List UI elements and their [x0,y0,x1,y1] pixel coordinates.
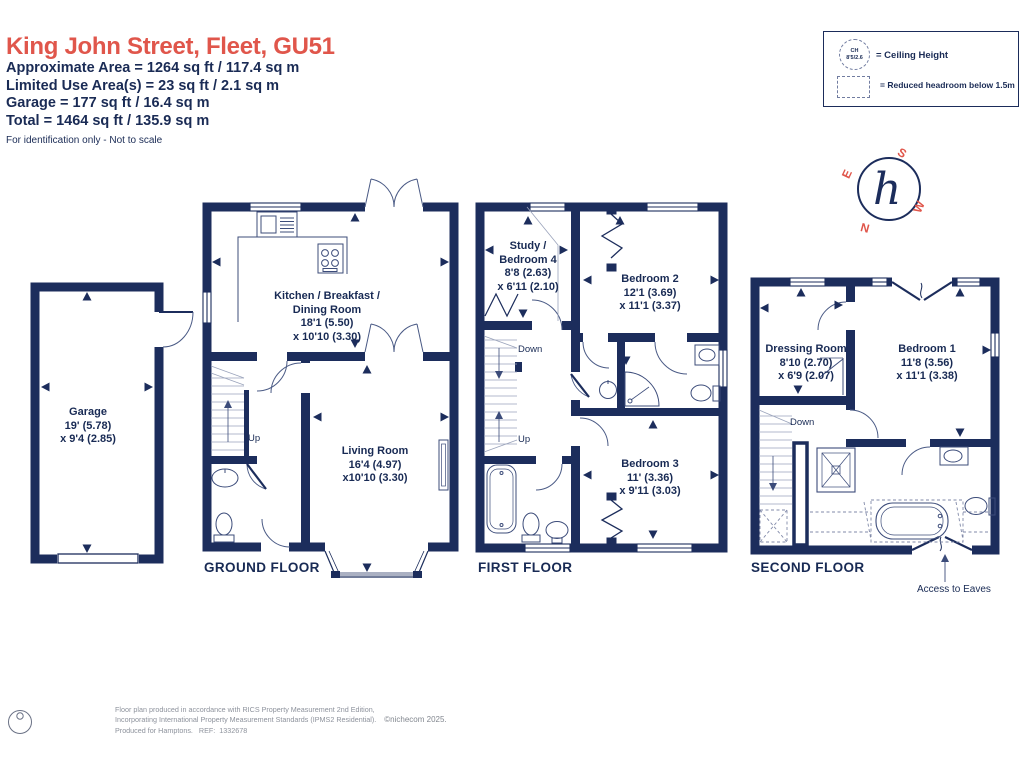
second-floor-title: SECOND FLOOR [751,560,865,575]
reduced-headroom-label: = Reduced headroom below 1.5m [880,80,1015,90]
compass-n: N [859,220,871,236]
garage-room-label: Garage 19' (5.78) x 9'4 (2.85) [60,406,116,447]
study-name-l2: Bedroom 4 [499,253,557,266]
first-showerroom-fixtures [599,344,721,407]
ground-stairs-arrow [224,400,232,408]
living-dim1: 16'4 (4.97) [348,458,402,471]
study-name-l1: Study / [509,240,547,252]
bedroom1-dim1: 11'8 (3.56) [900,356,954,369]
ground-floor-plan [201,178,459,578]
bedroom3-name: Bedroom 3 [621,458,679,470]
second-stairs-down-arrow [769,483,777,491]
footer-line2: Incorporating International Property Mea… [115,715,377,725]
study-room-label: Study / Bedroom 4 8'8 (2.63) x 6'11 (2.1… [497,240,558,294]
garage-dim1: 19' (5.78) [64,419,112,432]
dressing-dim1: 8'10 (2.70) [779,356,833,369]
area-summary: Approximate Area = 1264 sq ft / 117.4 sq… [6,60,299,130]
dressing-name: Dressing Room [765,343,847,355]
second-floor-plan [750,276,1000,582]
bedroom2-dim1: 12'1 (3.69) [623,286,677,299]
total-area: Total = 1464 sq ft / 135.9 sq m [6,112,210,129]
ceiling-height-label: = Ceiling Height [876,50,949,61]
ground-doors [246,178,424,548]
garage-door [159,311,194,348]
kitchen-name-l2: Dining Room [292,303,362,316]
reduced-headroom-zones [759,499,990,543]
footer: Floor plan produced in accordance with R… [115,705,447,736]
compass-ring [857,157,921,221]
first-floor-title: FIRST FLOOR [478,560,573,575]
kitchen-name-l1: Kitchen / Breakfast / [274,290,380,302]
bedroom1-dim2: x 11'1 (3.38) [896,370,958,382]
compass-s: S [895,145,909,161]
first-stairs [483,335,518,453]
ceiling-height-icon-l2: 8'5/2.6 [846,54,863,61]
second-french-doors [891,281,953,301]
ground-stairs [210,365,245,451]
bedroom2-name: Bedroom 2 [621,273,679,285]
legend-box: CH 8'5/2.6 = Ceiling Height = Reduced he… [823,31,1019,107]
living-room-label: Living Room 16'4 (4.97) x10'10 (3.30) [342,445,409,486]
kitchen-room-label: Kitchen / Breakfast / Dining Room 18'1 (… [274,290,380,344]
garage-area: Garage = 177 sq ft / 16.4 sq m [6,95,210,111]
second-stair-down-label: Down [790,417,815,428]
person-icon [8,710,32,734]
eaves-arrow [941,554,949,582]
ground-floor-title: GROUND FLOOR [204,560,320,575]
living-name: Living Room [341,445,409,457]
bedroom2-dim2: x 11'1 (3.37) [619,300,681,312]
ground-dimension-arrows [212,213,449,572]
first-stairs-down-arrow [495,371,503,379]
first-bathroom-fixtures [486,464,569,544]
kitchen-dim2: x 10'10 (3.30) [292,330,362,343]
ceiling-height-icon-l1: CH [850,48,859,54]
first-stairs-up-arrow [495,411,503,419]
bedroom1-room-label: Bedroom 1 11'8 (3.56) x 11'1 (3.38) [896,343,957,384]
wc-fixtures [211,468,239,543]
ground-windows [202,202,429,578]
study-dim1: 8'8 (2.63) [504,267,552,279]
ceiling-height-icon: CH 8'5/2.6 [839,39,870,70]
garage-up-and-over-door [57,553,139,564]
second-walls [750,276,1000,555]
kitchen-dim1: 18'1 (5.50) [300,317,354,329]
dressing-dim2: x 6'9 (2.07) [778,370,834,382]
garage-dim2: x 9'4 (2.85) [60,433,116,445]
disclaimer: For identification only - Not to scale [6,135,163,146]
access-to-eaves-label: Access to Eaves [917,584,991,595]
second-stairs [758,409,793,505]
first-stair-up-label: Up [518,434,531,445]
study-dim2: x 6'11 (2.10) [497,280,559,293]
bedroom3-room-label: Bedroom 3 11' (3.36) x 9'11 (3.03) [619,458,680,499]
bedroom3-dim2: x 9'11 (3.03) [619,485,681,497]
ground-walls [201,201,459,578]
bedroom1-name: Bedroom 1 [898,343,956,355]
second-bathroom-fixtures [816,446,996,540]
eaves-doors [911,536,973,552]
dressing-room-label: Dressing Room 8'10 (2.70) x 6'9 (2.07) [765,343,846,384]
reduced-headroom-icon [837,76,870,98]
second-doors [817,301,931,476]
compass-monogram: h [873,164,901,215]
first-stair-down-label: Down [518,344,543,355]
fireplace [438,439,449,491]
compass-w: W [910,198,928,215]
compass: h S E N W [839,145,928,236]
page-title: King John Street, Fleet, GU51 [6,33,335,60]
ground-stair-up-label: Up [248,433,261,444]
footer-line3: Produced for Hamptons. REF: 1332678 [115,725,248,735]
approximate-area: Approximate Area = 1264 sq ft / 117.4 sq… [6,60,300,76]
limited-use-area: Limited Use Area(s) = 23 sq ft / 2.1 sq … [6,77,280,94]
garage-name: Garage [69,406,107,418]
footer-line1: Floor plan produced in accordance with R… [115,705,375,714]
bedroom3-dim1: 11' (3.36) [626,471,674,484]
living-dim2: x10'10 (3.30) [342,472,408,484]
footer-copyright: ©nichecom 2025. [384,715,447,725]
bedroom2-room-label: Bedroom 2 12'1 (3.69) x 11'1 (3.37) [619,273,680,314]
compass-e: E [839,167,855,180]
